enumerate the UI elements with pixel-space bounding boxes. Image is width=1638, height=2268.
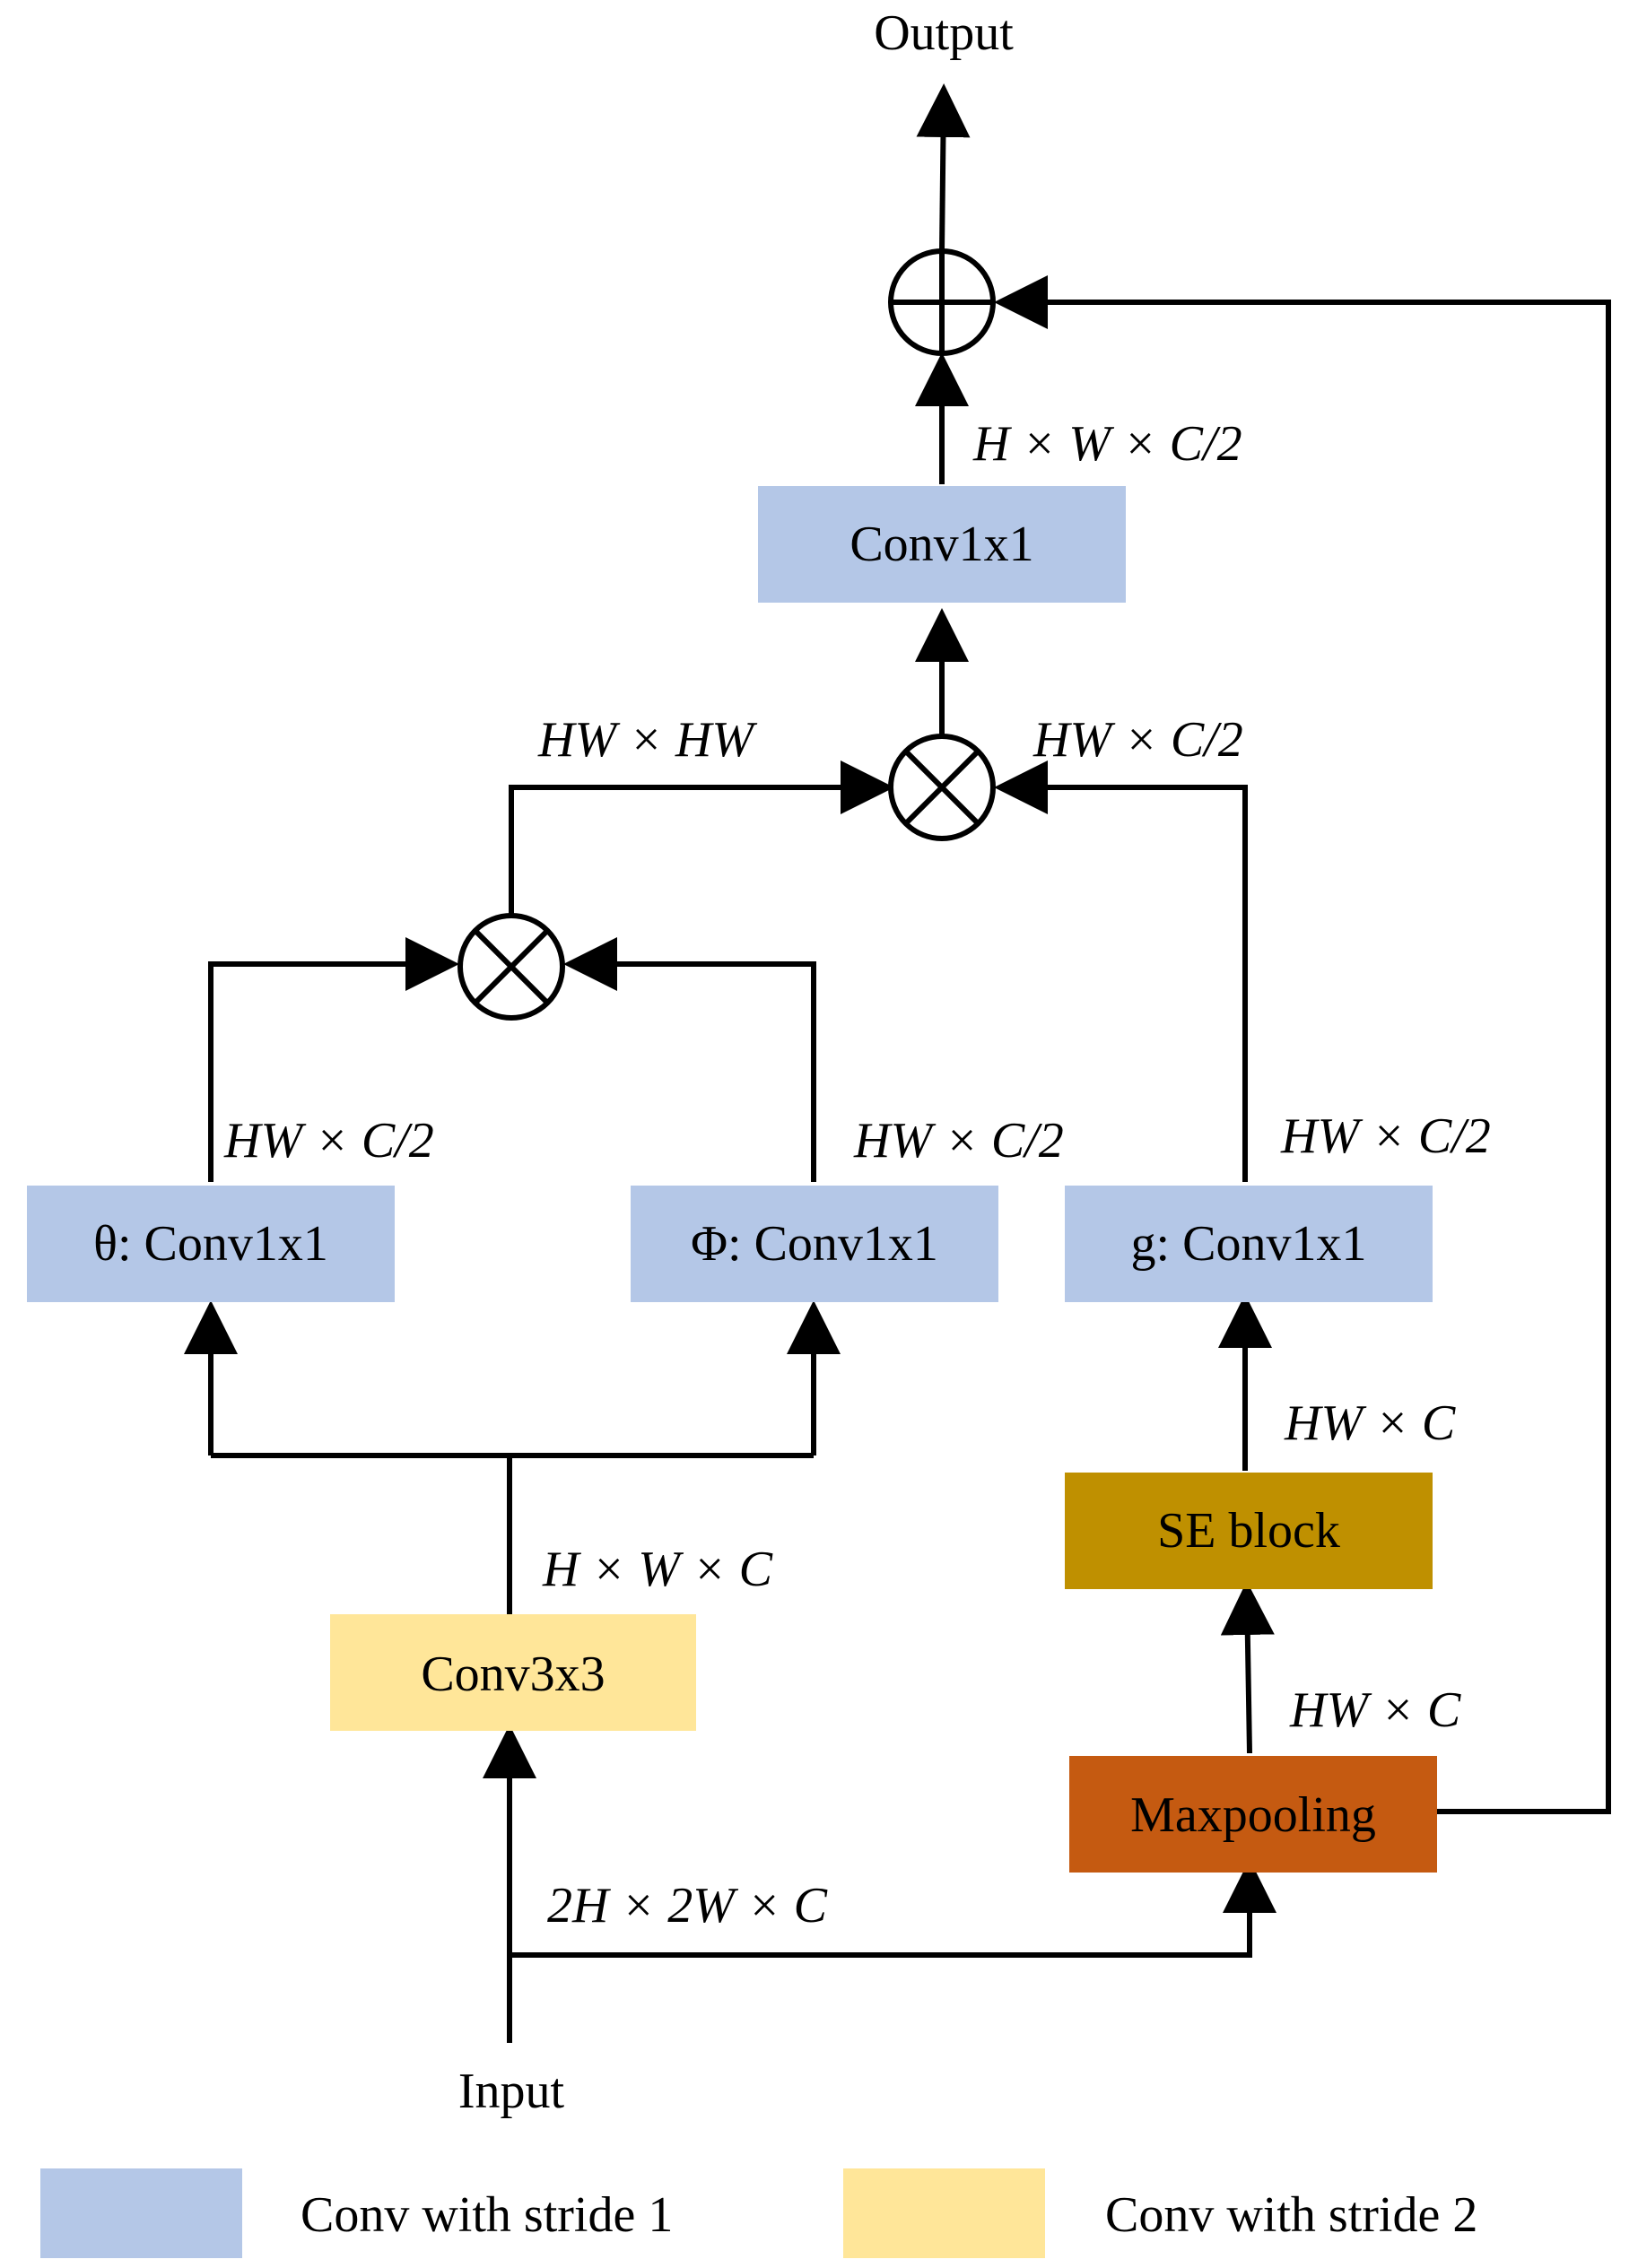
dim-se-out: HW × C	[1284, 1395, 1456, 1451]
conv-out-label: Conv1x1	[849, 517, 1033, 572]
conv-out-box: Conv1x1	[758, 486, 1126, 603]
multiply-operator-2	[888, 734, 996, 841]
multiply-icon-cross-b	[903, 749, 980, 826]
g-box: g: Conv1x1	[1065, 1186, 1433, 1302]
phi-label: Φ: Conv1x1	[691, 1216, 938, 1272]
conv3x3-rect	[330, 1614, 696, 1731]
dim-maxpool-out: HW × C	[1289, 1682, 1461, 1738]
conv3x3-box: Conv3x3	[330, 1614, 696, 1731]
maxpool-rect	[1069, 1756, 1437, 1873]
legend-swatch-stride1	[40, 2168, 242, 2258]
wire-theta-to-mult1	[208, 937, 459, 1182]
legend-swatch-stride2	[843, 2168, 1045, 2258]
dim-phi-out: HW × C/2	[853, 1113, 1064, 1169]
wire-phi-to-mult1	[563, 937, 816, 1182]
legend-label-stride2: Conv with stride 2	[1105, 2187, 1477, 2243]
wire-maxpool-to-se	[1220, 1581, 1275, 1754]
se-block-box: SE block	[1065, 1473, 1433, 1589]
maxpool-label: Maxpooling	[1130, 1787, 1376, 1843]
add-operator	[888, 248, 996, 356]
wire-input-to-maxpool	[510, 1859, 1276, 1958]
dim-attention: HW × HW	[537, 712, 757, 768]
phi-rect	[631, 1186, 998, 1302]
theta-label: θ: Conv1x1	[93, 1216, 328, 1272]
maxpool-box: Maxpooling	[1069, 1756, 1437, 1873]
multiply-icon-cross-b	[473, 928, 550, 1005]
output-label: Output	[874, 5, 1014, 61]
dim-conv3x3-out: H × W × C	[542, 1542, 773, 1597]
se-label: SE block	[1157, 1503, 1340, 1559]
dim-theta-out: HW × C/2	[223, 1113, 434, 1169]
input-label: Input	[458, 2064, 565, 2119]
conv-out-rect	[758, 486, 1126, 603]
dim-conv-out: H × W × C/2	[972, 416, 1242, 472]
wire-residual	[994, 275, 1611, 1814]
dim-g-out: HW × C/2	[1280, 1108, 1491, 1164]
theta-box: θ: Conv1x1	[27, 1186, 395, 1302]
se-rect	[1065, 1473, 1433, 1589]
legend-label-stride1: Conv with stride 1	[301, 2187, 673, 2243]
conv3x3-label: Conv3x3	[421, 1647, 605, 1702]
phi-box: Φ: Conv1x1	[631, 1186, 998, 1302]
wire-mult1-to-mult2	[509, 760, 894, 915]
multiply-operator-1	[457, 913, 565, 1021]
wire-add-to-output	[916, 83, 971, 252]
theta-rect	[27, 1186, 395, 1302]
wire-g-to-mult2	[994, 760, 1248, 1182]
g-rect	[1065, 1186, 1433, 1302]
g-label: g: Conv1x1	[1131, 1216, 1367, 1272]
legend: Conv with stride 1 Conv with stride 2	[40, 2168, 1477, 2258]
dim-input: 2H × 2W × C	[547, 1878, 828, 1933]
dim-g-to-mult: HW × C/2	[1032, 712, 1243, 768]
